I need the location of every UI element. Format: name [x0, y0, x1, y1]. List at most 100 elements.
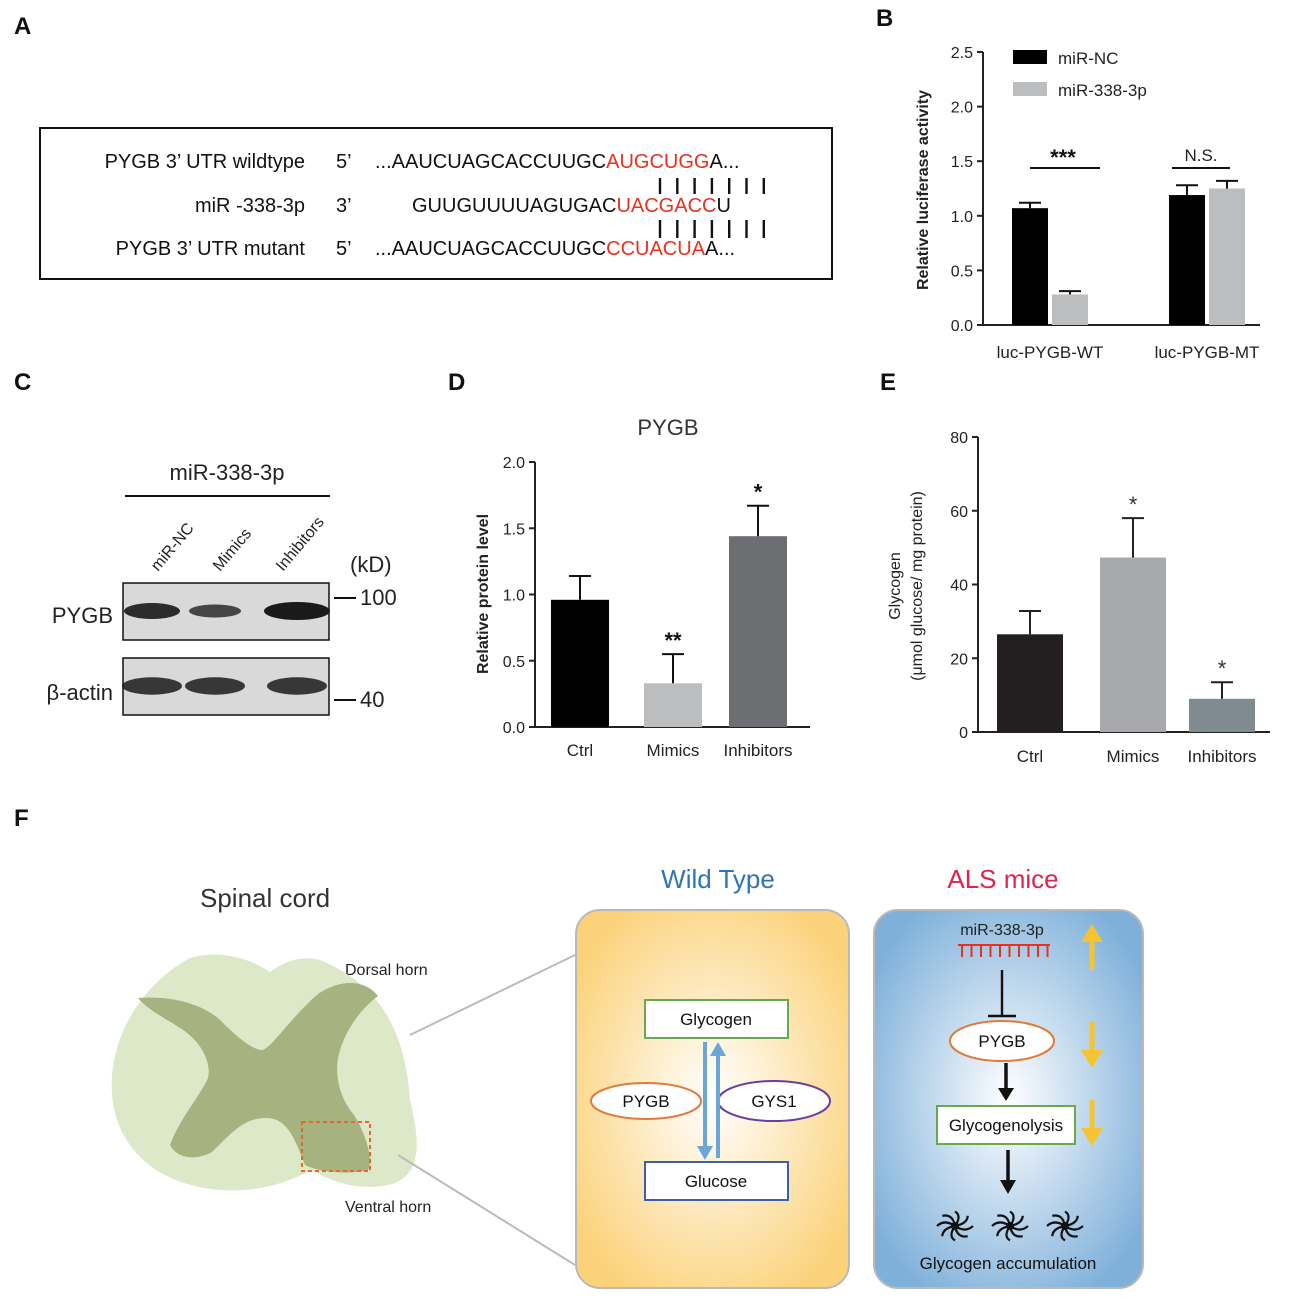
granule-core [1061, 1222, 1069, 1230]
y-axis-title: Relative luciferase activity [915, 90, 932, 290]
mirna-label: miR -338-3p [195, 195, 305, 217]
als-mice-title: ALS mice [947, 864, 1058, 894]
bar-Ctrl [551, 599, 609, 727]
band-actin-2 [267, 677, 327, 695]
significance-mark: * [754, 480, 763, 505]
wildtype-label: PYGB 3’ UTR wildtype [105, 151, 305, 173]
protein-label-pygb: PYGB [52, 603, 113, 628]
wildtype-binding-site: AUGCUGG [606, 151, 709, 173]
x-category-label: Mimics [647, 741, 700, 760]
glycogen-granule-0 [936, 1210, 974, 1242]
y-tick-label: 0.0 [503, 720, 525, 737]
x-category-label: Ctrl [1017, 747, 1043, 766]
mutant-site: CCUACUA [606, 238, 706, 260]
bar-Inhibitors [1189, 698, 1255, 732]
wild-pygb-oval [590, 1082, 702, 1120]
mutant-label: PYGB 3’ UTR mutant [116, 238, 306, 260]
wildtype-end: 5’ [336, 151, 352, 173]
kd-label: (kD) [350, 552, 392, 577]
significance-mark: ** [664, 628, 682, 653]
wild-pygb-label: PYGB [622, 1092, 669, 1111]
band-pygb-1 [189, 604, 241, 618]
panel-label-d: D [448, 369, 465, 396]
bar-Mimics [644, 683, 702, 727]
panel-f-schematic: Spinal cord Dorsal horn Ventral horn Wil… [111, 864, 1144, 1289]
y-tick-label: 0.0 [951, 318, 973, 335]
zoom-line-bottom [397, 1154, 576, 1266]
wild-glycogen-box [644, 999, 789, 1039]
y-tick-label: 20 [950, 651, 968, 668]
glycogen-granules [936, 1210, 1084, 1242]
mutant-end: 5’ [336, 238, 352, 260]
bar-Inhibitors [729, 536, 787, 727]
band-actin-1 [185, 677, 245, 695]
als-up-arrow [1081, 924, 1103, 970]
lane-label-inhibitors: Inhibitors [273, 514, 328, 575]
y-tick-label: 2.0 [951, 100, 973, 117]
y-tick-label: 60 [950, 504, 968, 521]
bar-Mimics [1100, 557, 1166, 732]
western-blot: miR-338-3p miR-NC Mimics Inhibitors (kD)… [47, 460, 397, 716]
als-down-arrow-glycogenolysis [1081, 1100, 1103, 1146]
wild-glucose-label: Glucose [685, 1172, 747, 1191]
wild-glucose-box [644, 1161, 789, 1201]
ventral-horn-label: Ventral horn [345, 1199, 431, 1216]
x-category-label: Inhibitors [724, 741, 793, 760]
protein-level-chart: 0.00.51.01.52.0Ctrl**Mimics*InhibitorsPY… [475, 415, 810, 760]
spinal-gray-matter [138, 983, 378, 1173]
mirna-end: 3’ [336, 195, 352, 217]
als-pygb-label: PYGB [978, 1032, 1025, 1051]
panel-label-e: E [880, 369, 896, 396]
als-pygb-oval [949, 1020, 1055, 1062]
band-pygb-2 [264, 602, 330, 620]
chart-title: PYGB [637, 415, 698, 440]
lane-label-mimics: Mimics [210, 526, 255, 575]
als-glycogenolysis-box [936, 1105, 1076, 1145]
blot-bands [122, 602, 330, 695]
wild-glycogen-label: Glycogen [680, 1010, 752, 1029]
als-cell [873, 909, 1144, 1289]
spinal-cord-title: Spinal cord [200, 883, 330, 913]
granule-core [1006, 1222, 1014, 1230]
x-category-label: luc-PYGB-MT [1155, 343, 1260, 362]
als-result-label: Glycogen accumulation [920, 1254, 1097, 1273]
x-category-label: Mimics [1107, 747, 1160, 766]
sig-label-mt: N.S. [1184, 146, 1217, 165]
marker-100: 100 [360, 585, 397, 610]
lane-label-mir-nc: miR-NC [148, 520, 198, 574]
zoom-line-top [409, 954, 576, 1036]
x-category-label: luc-PYGB-WT [997, 343, 1104, 362]
y-tick-label: 2.0 [503, 455, 525, 472]
bar-miR-NC-luc-PYGB-WT [1012, 208, 1048, 325]
legend-swatch [1013, 82, 1047, 96]
ventral-horn-zoom-box [301, 1121, 371, 1172]
wildtype-sequence: ...AAUCUAGCACCUUGCAUGCUGGA... [375, 151, 740, 173]
base-pair-lines [658, 178, 765, 238]
bar-miR-338-3p-luc-PYGB-MT [1209, 188, 1245, 325]
legend-label: miR-NC [1058, 49, 1118, 68]
y-tick-label: 0.5 [951, 263, 973, 280]
band-actin-0 [122, 677, 182, 695]
y-axis-title: Relative protein level [475, 514, 492, 674]
y-tick-label: 1.5 [503, 521, 525, 538]
panel-label-c: C [14, 369, 31, 396]
band-pygb-0 [124, 603, 180, 619]
als-inhibition-arrow [988, 970, 1016, 1018]
glycogen-chart: 020406080Ctrl*Mimics*InhibitorsGlycogen(… [887, 430, 1270, 766]
y-tick-label: 0.5 [503, 654, 525, 671]
y-tick-label: 40 [950, 578, 968, 595]
wild-bidirectional-arrows [697, 1042, 726, 1160]
als-down-arrow-pygb [1081, 1022, 1103, 1068]
y-tick-label: 0 [959, 725, 968, 742]
x-category-label: Ctrl [567, 741, 593, 760]
wild-gys1-label: GYS1 [751, 1092, 796, 1111]
glycogen-granule-2 [1046, 1210, 1084, 1242]
y-tick-label: 1.5 [951, 154, 973, 171]
significance-mark: * [1129, 492, 1138, 517]
als-mirna-strand [958, 944, 1050, 957]
granule-core [951, 1222, 959, 1230]
legend-label: miR-338-3p [1058, 81, 1147, 100]
bar-Ctrl [997, 634, 1063, 732]
